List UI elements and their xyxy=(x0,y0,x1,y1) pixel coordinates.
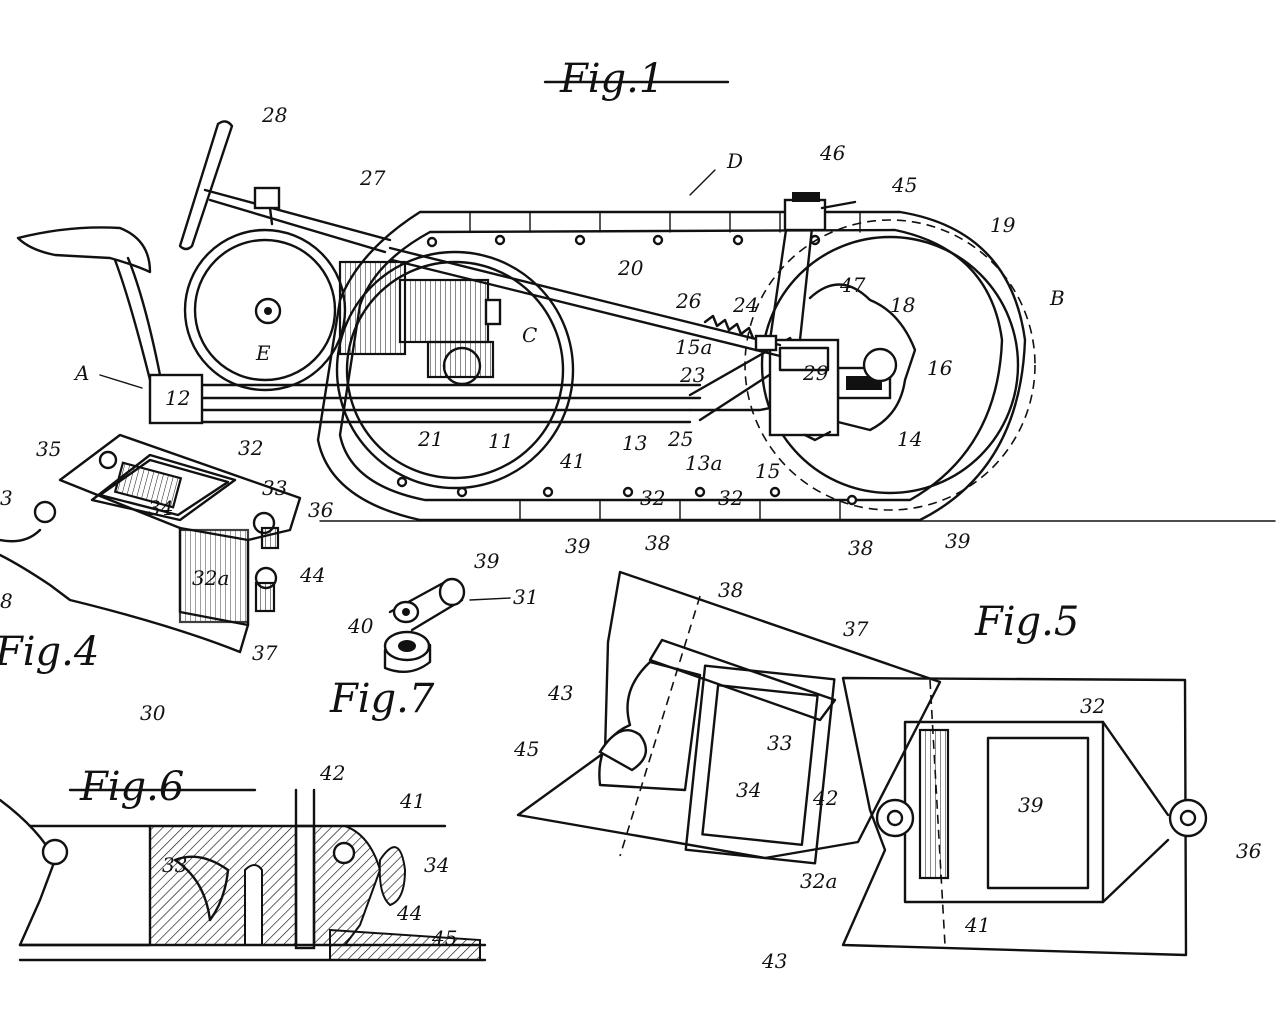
fig4-labels: 3 8 30 32 32a 33 34 35 36 37 44 xyxy=(0,436,334,725)
label-B: B xyxy=(1049,286,1065,310)
fig7-title: Fig.7 xyxy=(329,676,435,722)
label-25: 25 xyxy=(667,427,693,451)
rod-20 xyxy=(388,246,782,347)
fig7-label-31: 31 xyxy=(513,585,538,609)
figure-4-track-link: Fig.4 3 8 30 32 32a 33 34 35 36 37 44 xyxy=(0,433,334,725)
engine-e xyxy=(183,228,502,392)
fig6-label-33: 33 xyxy=(162,853,187,877)
label-29: 29 xyxy=(802,361,829,385)
fig5-label-32: 32 xyxy=(1080,694,1105,718)
label-38a: 38 xyxy=(645,531,670,555)
label-E: E xyxy=(255,341,271,365)
seat xyxy=(16,226,204,425)
fig4-label-3: 3 xyxy=(0,486,13,510)
fig6-label-42: 42 xyxy=(319,761,345,785)
fig1-title: Fig.1 xyxy=(559,56,664,102)
label-C: C xyxy=(522,323,537,347)
fig5-label-38: 38 xyxy=(718,578,743,602)
label-12: 12 xyxy=(165,386,190,410)
fig5-label-42: 42 xyxy=(812,786,838,810)
fig4-label-30: 30 xyxy=(140,701,166,725)
label-26: 26 xyxy=(675,289,702,313)
fig4-label-35: 35 xyxy=(36,437,61,461)
fig6-label-44: 44 xyxy=(396,901,422,925)
fig6-label-45: 45 xyxy=(431,926,457,950)
fig6-labels: 33 34 41 42 44 45 xyxy=(162,761,457,950)
fig4-label-8: 8 xyxy=(0,589,13,613)
fig4-label-37: 37 xyxy=(252,641,278,665)
track-links-top xyxy=(426,212,861,248)
strut-24 xyxy=(768,226,814,342)
label-41: 41 xyxy=(559,449,585,473)
label-21: 21 xyxy=(417,427,443,451)
track-links-bottom xyxy=(396,476,858,521)
label-19: 19 xyxy=(990,213,1016,237)
label-14: 14 xyxy=(897,427,922,451)
label-11: 11 xyxy=(488,429,513,453)
label-38b: 38 xyxy=(848,536,873,560)
fig4-label-34: 34 xyxy=(148,496,173,520)
label-39b: 39 xyxy=(945,529,971,553)
fig4-label-36: 36 xyxy=(308,498,334,522)
fig4-label-44: 44 xyxy=(299,563,325,587)
hub-45-46 xyxy=(783,192,857,232)
label-23: 23 xyxy=(679,363,705,387)
spring-26 xyxy=(703,314,755,340)
fig5-label-41: 41 xyxy=(964,913,990,937)
label-24: 24 xyxy=(732,293,758,317)
fig1-labels: A B C D E 11 12 13 13a 14 15 15a 16 18 1… xyxy=(73,103,1065,560)
label-13: 13 xyxy=(622,431,647,455)
label-20: 20 xyxy=(617,256,644,280)
fig4-title: Fig.4 xyxy=(0,629,99,675)
label-32b: 32 xyxy=(718,486,743,510)
fig5-label-45: 45 xyxy=(513,737,539,761)
fig5-label-37: 37 xyxy=(843,617,869,641)
fig4-label-32: 32 xyxy=(238,436,263,460)
label-13a: 13a xyxy=(685,451,722,475)
fig6-label-41: 41 xyxy=(399,789,425,813)
idler-wheel-b xyxy=(744,219,1036,511)
fig6-label-34: 34 xyxy=(424,853,449,877)
fig7-labels: 31 39 40 xyxy=(347,549,538,638)
label-15: 15 xyxy=(755,459,780,483)
fig5-label-36: 36 xyxy=(1236,839,1262,863)
label-28: 28 xyxy=(261,103,287,127)
steering-assembly xyxy=(178,120,392,254)
fig5-label-43a: 43 xyxy=(547,681,573,705)
label-16: 16 xyxy=(927,356,953,380)
fig5-label-34: 34 xyxy=(736,778,761,802)
label-32a: 32 xyxy=(640,486,665,510)
fig5-label-33: 33 xyxy=(767,731,792,755)
label-39a: 39 xyxy=(565,534,591,558)
label-27: 27 xyxy=(359,166,386,190)
figure-7-bushing: Fig.7 31 39 40 xyxy=(329,549,538,722)
label-46: 46 xyxy=(819,141,846,165)
figure-6-section: Fig.6 33 34 41 42 44 45 xyxy=(0,761,487,962)
label-45: 45 xyxy=(891,173,917,197)
fig7-label-40: 40 xyxy=(347,614,374,638)
fig7-label-39: 39 xyxy=(474,549,500,573)
fig5-labels: 32 32a 33 34 36 37 38 39 41 42 43 43 45 xyxy=(513,578,1262,973)
fig4-label-33: 33 xyxy=(262,476,287,500)
label-A: A xyxy=(73,361,89,385)
figure-5-link-plan: Fig.5 32 32a 33 34 36 37 38 39 41 xyxy=(513,570,1262,973)
idler-bracket xyxy=(768,338,840,442)
label-D: D xyxy=(726,149,743,173)
label-15a: 15a xyxy=(675,335,712,359)
fig5-label-32a: 32a xyxy=(800,869,837,893)
fig6-title: Fig.6 xyxy=(79,764,184,810)
label-18: 18 xyxy=(890,293,915,317)
label-47: 47 xyxy=(839,273,866,297)
fig5-label-39: 39 xyxy=(1018,793,1044,817)
fig4-label-32a: 32a xyxy=(192,566,229,590)
fig5-title: Fig.5 xyxy=(974,599,1079,645)
fig5-label-43b: 43 xyxy=(761,949,787,973)
figure-1-tractor: Fig.1 xyxy=(16,56,1276,560)
